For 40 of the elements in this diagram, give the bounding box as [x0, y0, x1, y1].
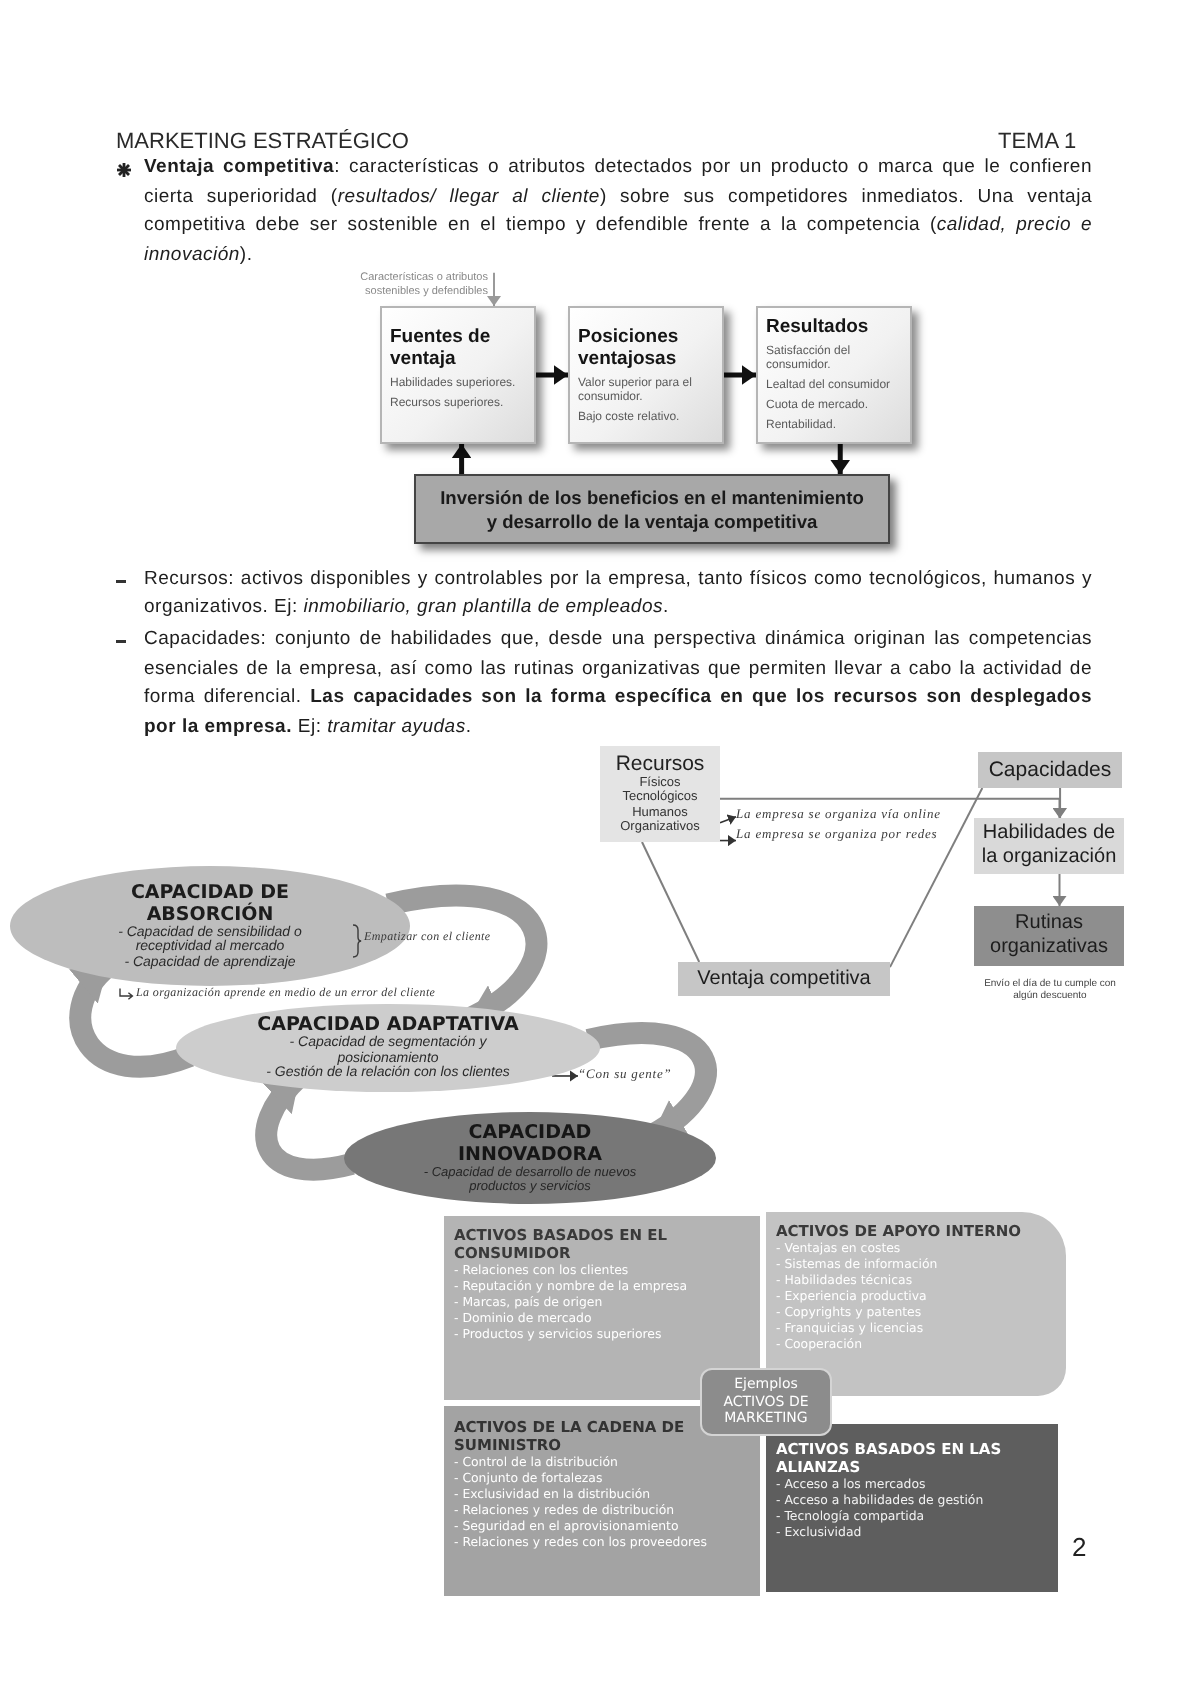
box-label: Capacidades — [988, 758, 1112, 782]
ellipse-heading: CAPACIDAD DE ABSORCIÓN — [130, 881, 290, 926]
arrow — [719, 834, 737, 847]
page-number: 2 — [1072, 1530, 1087, 1566]
ellipse-heading: CAPACIDAD INNOVADORA — [456, 1122, 604, 1166]
box-label: Ventaja competitiva — [697, 967, 871, 991]
resource-box — [600, 746, 720, 842]
center-label-box — [700, 1368, 832, 1436]
box-heading: Posiciones ventajosas — [578, 326, 681, 370]
process-box — [380, 306, 536, 444]
paragraph: Capacidades: conjunto de habilidades que, desde una perspectiva dinámica originan las competencias esenciales de la empresa, así como las rutinas organizativas que permiten llevar a cabo la actividad de forma diferencial. Las capacidades son la forma específica en que los recursos son desplegados por la empresa. Ej: tramitar ayudas. — [144, 626, 1092, 741]
arrow — [830, 444, 851, 474]
arrow — [724, 365, 756, 385]
box-label: Rutinas organizativas — [988, 912, 1110, 960]
header-title: MARKETING ESTRATÉGICO — [116, 127, 409, 158]
header-topic: TEMA 1 — [998, 128, 1077, 158]
ellipse-heading: CAPACIDAD ADAPTATIVA — [257, 1014, 519, 1037]
arrow — [487, 271, 501, 307]
arrow — [719, 814, 737, 825]
box-heading: Resultados — [766, 316, 871, 338]
connector-line — [641, 841, 701, 963]
box-text: Inversión de los beneficios en el mantenimiento y desarrollo de la ventaja competitiva — [438, 485, 866, 533]
paragraph: Ventaja competitiva: características o atributos detectados por un producto o marca que le confieren cierta superioridad (resultados/ llegar al cliente) sobre sus competidores inmediatos. Una ventaja competitiva debe ser sostenible en el tiempo y defendible frente a la competencia (calidad, precio e innovación). — [144, 154, 1092, 269]
concept-box — [678, 962, 890, 996]
box-heading: Recursos — [615, 752, 705, 776]
arrow — [551, 1070, 579, 1082]
process-box — [568, 306, 724, 444]
arrow — [536, 365, 568, 385]
concept-box — [974, 906, 1124, 966]
box-label: Habilidades de la organización — [979, 822, 1119, 870]
concept-box — [978, 752, 1122, 788]
arrow — [1053, 787, 1068, 819]
arrow — [1052, 873, 1067, 907]
asset-panel — [766, 1424, 1058, 1592]
box-heading: Fuentes de ventaja — [390, 326, 493, 370]
arrow — [451, 444, 472, 474]
connector-line — [889, 787, 984, 969]
feedback-box — [414, 474, 890, 544]
process-box — [756, 306, 912, 444]
paragraph: Recursos: activos disponibles y controlables por la empresa, tanto físicos como tecnológicos, humanos y organizativos. Ej: inmobiliario, gran plantilla de empleados. — [144, 566, 1092, 622]
